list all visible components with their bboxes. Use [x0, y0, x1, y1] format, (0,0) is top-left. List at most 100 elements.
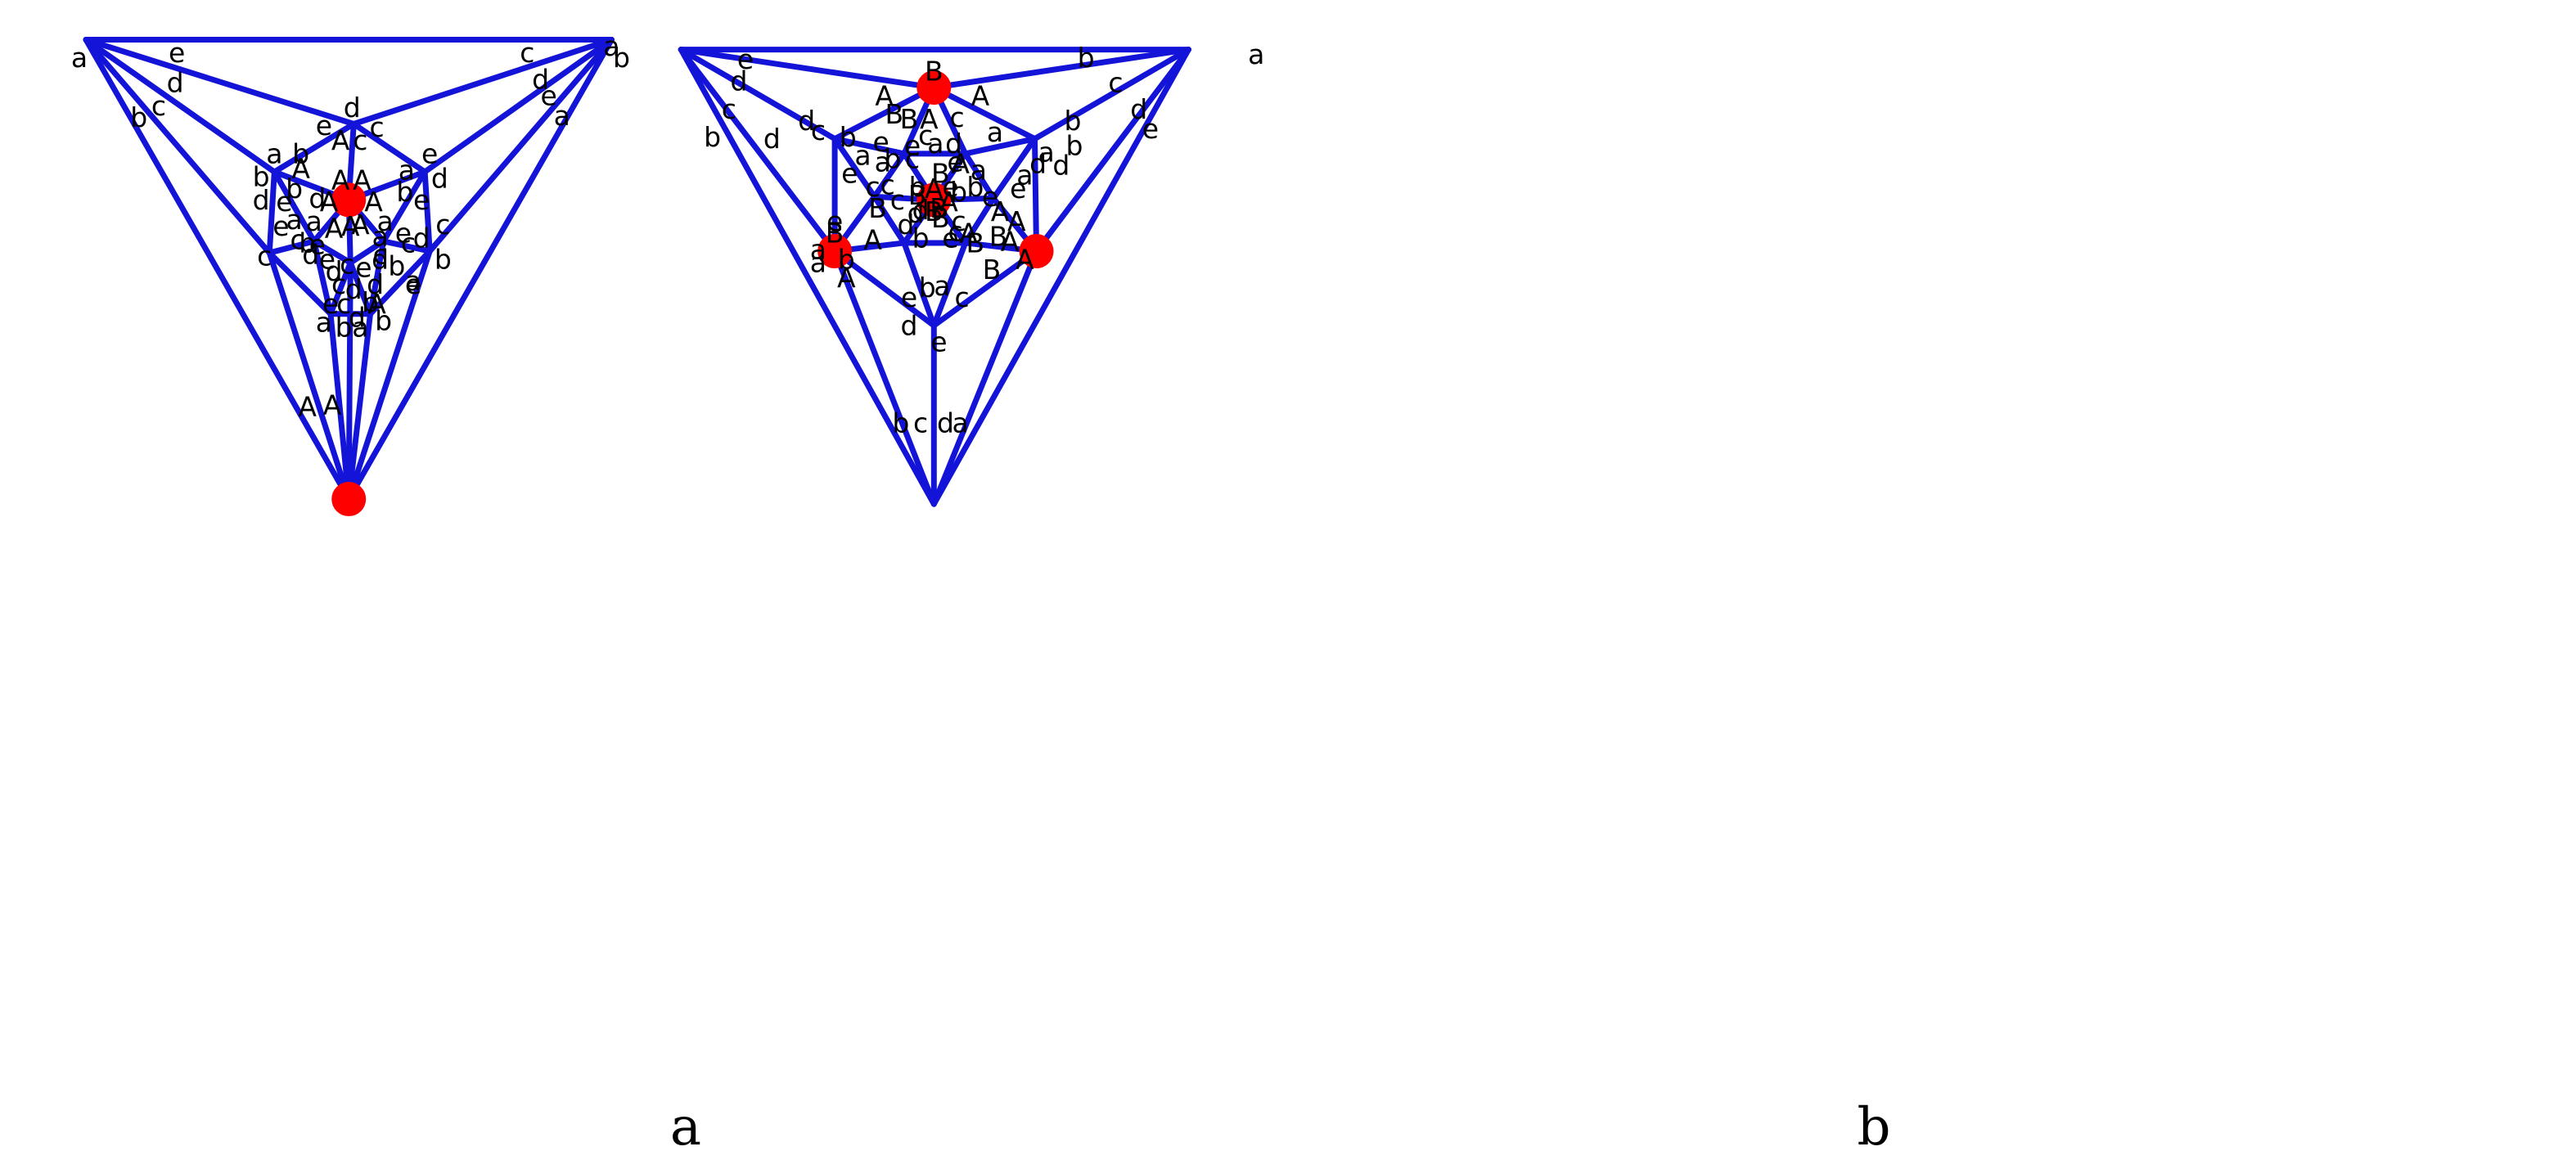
edge-label: d [345, 273, 363, 305]
edge-label: d [897, 209, 914, 241]
edge-label: A [991, 196, 1010, 227]
edge-label: c [151, 90, 166, 122]
edge-label: e [316, 110, 332, 142]
edge-label: a [377, 205, 394, 237]
edge-label: B [930, 192, 948, 224]
edge-label: B [900, 103, 919, 135]
edge-label: d [798, 105, 815, 137]
edge-label: e [276, 186, 292, 218]
edge-label: A [951, 147, 970, 179]
edge-label: a [875, 146, 891, 178]
edge-label: e [904, 129, 921, 161]
edge-label: c [722, 93, 736, 125]
edge-label: e [309, 228, 326, 260]
edge-label: A [353, 164, 372, 196]
edge-label: d [912, 194, 930, 226]
edge-r1-m1 [831, 136, 907, 157]
edge-label: A [331, 124, 350, 156]
edge-label: b [253, 161, 270, 193]
edge-label: a [554, 100, 570, 132]
edge-t2-t3 [930, 47, 1191, 507]
edge-label: b [884, 142, 901, 174]
edge-label: A [939, 186, 958, 218]
edge-label: a [352, 311, 368, 343]
edge-w-l1 [266, 250, 334, 317]
edge-label: b [336, 311, 353, 343]
edge-label: d [1052, 150, 1070, 182]
edge-label: e [1010, 173, 1026, 205]
edge-label: d [532, 63, 549, 95]
edge-label: a [1016, 160, 1033, 191]
edge-h2-b2 [962, 195, 997, 246]
edge-label: b [892, 407, 909, 439]
edge-t3-t1 [83, 36, 352, 502]
edge-label: a [952, 407, 969, 439]
edge-label: c [865, 171, 880, 203]
edge-label: e [319, 244, 336, 276]
edge-label: A [341, 210, 360, 242]
edge-q-t2 [930, 47, 1191, 91]
edge-label: a [934, 270, 950, 302]
edge-label: A [971, 80, 990, 112]
edge-label: e [901, 281, 917, 313]
edge-label: B [885, 98, 903, 130]
edge-q-r2 [930, 84, 1038, 142]
edge-label: d [1029, 147, 1047, 179]
edge-label: c [955, 281, 970, 313]
edge-label: b [292, 137, 309, 169]
edge-label: d [901, 309, 918, 341]
edge-i1-i3 [311, 238, 354, 266]
vertex-q [916, 70, 952, 106]
edge-label: c [918, 119, 933, 151]
edge-t1-nw [83, 36, 277, 175]
edge-label: B [989, 220, 1008, 252]
edge-label: A [920, 103, 939, 135]
edge-bl-t3 [831, 248, 937, 507]
vertex-t3 [331, 482, 367, 517]
edge-label: c [811, 115, 826, 146]
edge-label: B [908, 179, 927, 211]
edge-n-ne [350, 121, 428, 175]
edge-label: d [253, 184, 270, 216]
edge-m1-h1 [871, 151, 907, 200]
edge-label: b [396, 176, 413, 208]
edge-label: a [372, 220, 388, 252]
edge-label: a [316, 306, 332, 338]
edge-label: A [875, 80, 894, 112]
edge-label: B [868, 192, 887, 224]
edge-label: d [367, 268, 384, 300]
edge-nw-i1 [271, 169, 317, 245]
edge-label: B [931, 158, 950, 190]
edge-label: b [286, 173, 303, 205]
edge-label: A [331, 164, 350, 196]
edge-label: b [909, 171, 926, 203]
edge-t2-t3 [345, 36, 615, 502]
edge-t3-w [266, 250, 352, 502]
edge-label: B [983, 254, 1002, 286]
edge-label: b [704, 121, 721, 153]
edge-w-i1 [266, 238, 317, 256]
vertex-bl [817, 234, 853, 269]
edge-label: a [286, 204, 302, 236]
edge-t1-n [83, 36, 357, 127]
edge-label: d [907, 197, 925, 229]
edge-t1-r1 [678, 47, 838, 142]
edge-label: c [435, 209, 450, 241]
edge-t3-i3 [345, 259, 354, 502]
edge-nw-w [266, 169, 277, 256]
edge-br-l [930, 248, 1040, 329]
edge-label: A [323, 389, 342, 420]
edge-label: e [942, 171, 958, 203]
edge-b1-l [901, 240, 937, 329]
edge-ne-e [421, 169, 433, 254]
caption-a: a [670, 1097, 701, 1158]
edge-label: d [763, 123, 781, 155]
edge-label: b [435, 244, 452, 276]
edge-label: a [266, 137, 282, 169]
edge-t2-br [1034, 47, 1191, 254]
caption-b: b [1858, 1097, 1891, 1158]
edge-label: c [331, 268, 346, 300]
edge-label: A [837, 262, 856, 294]
edge-label: a [971, 155, 987, 187]
